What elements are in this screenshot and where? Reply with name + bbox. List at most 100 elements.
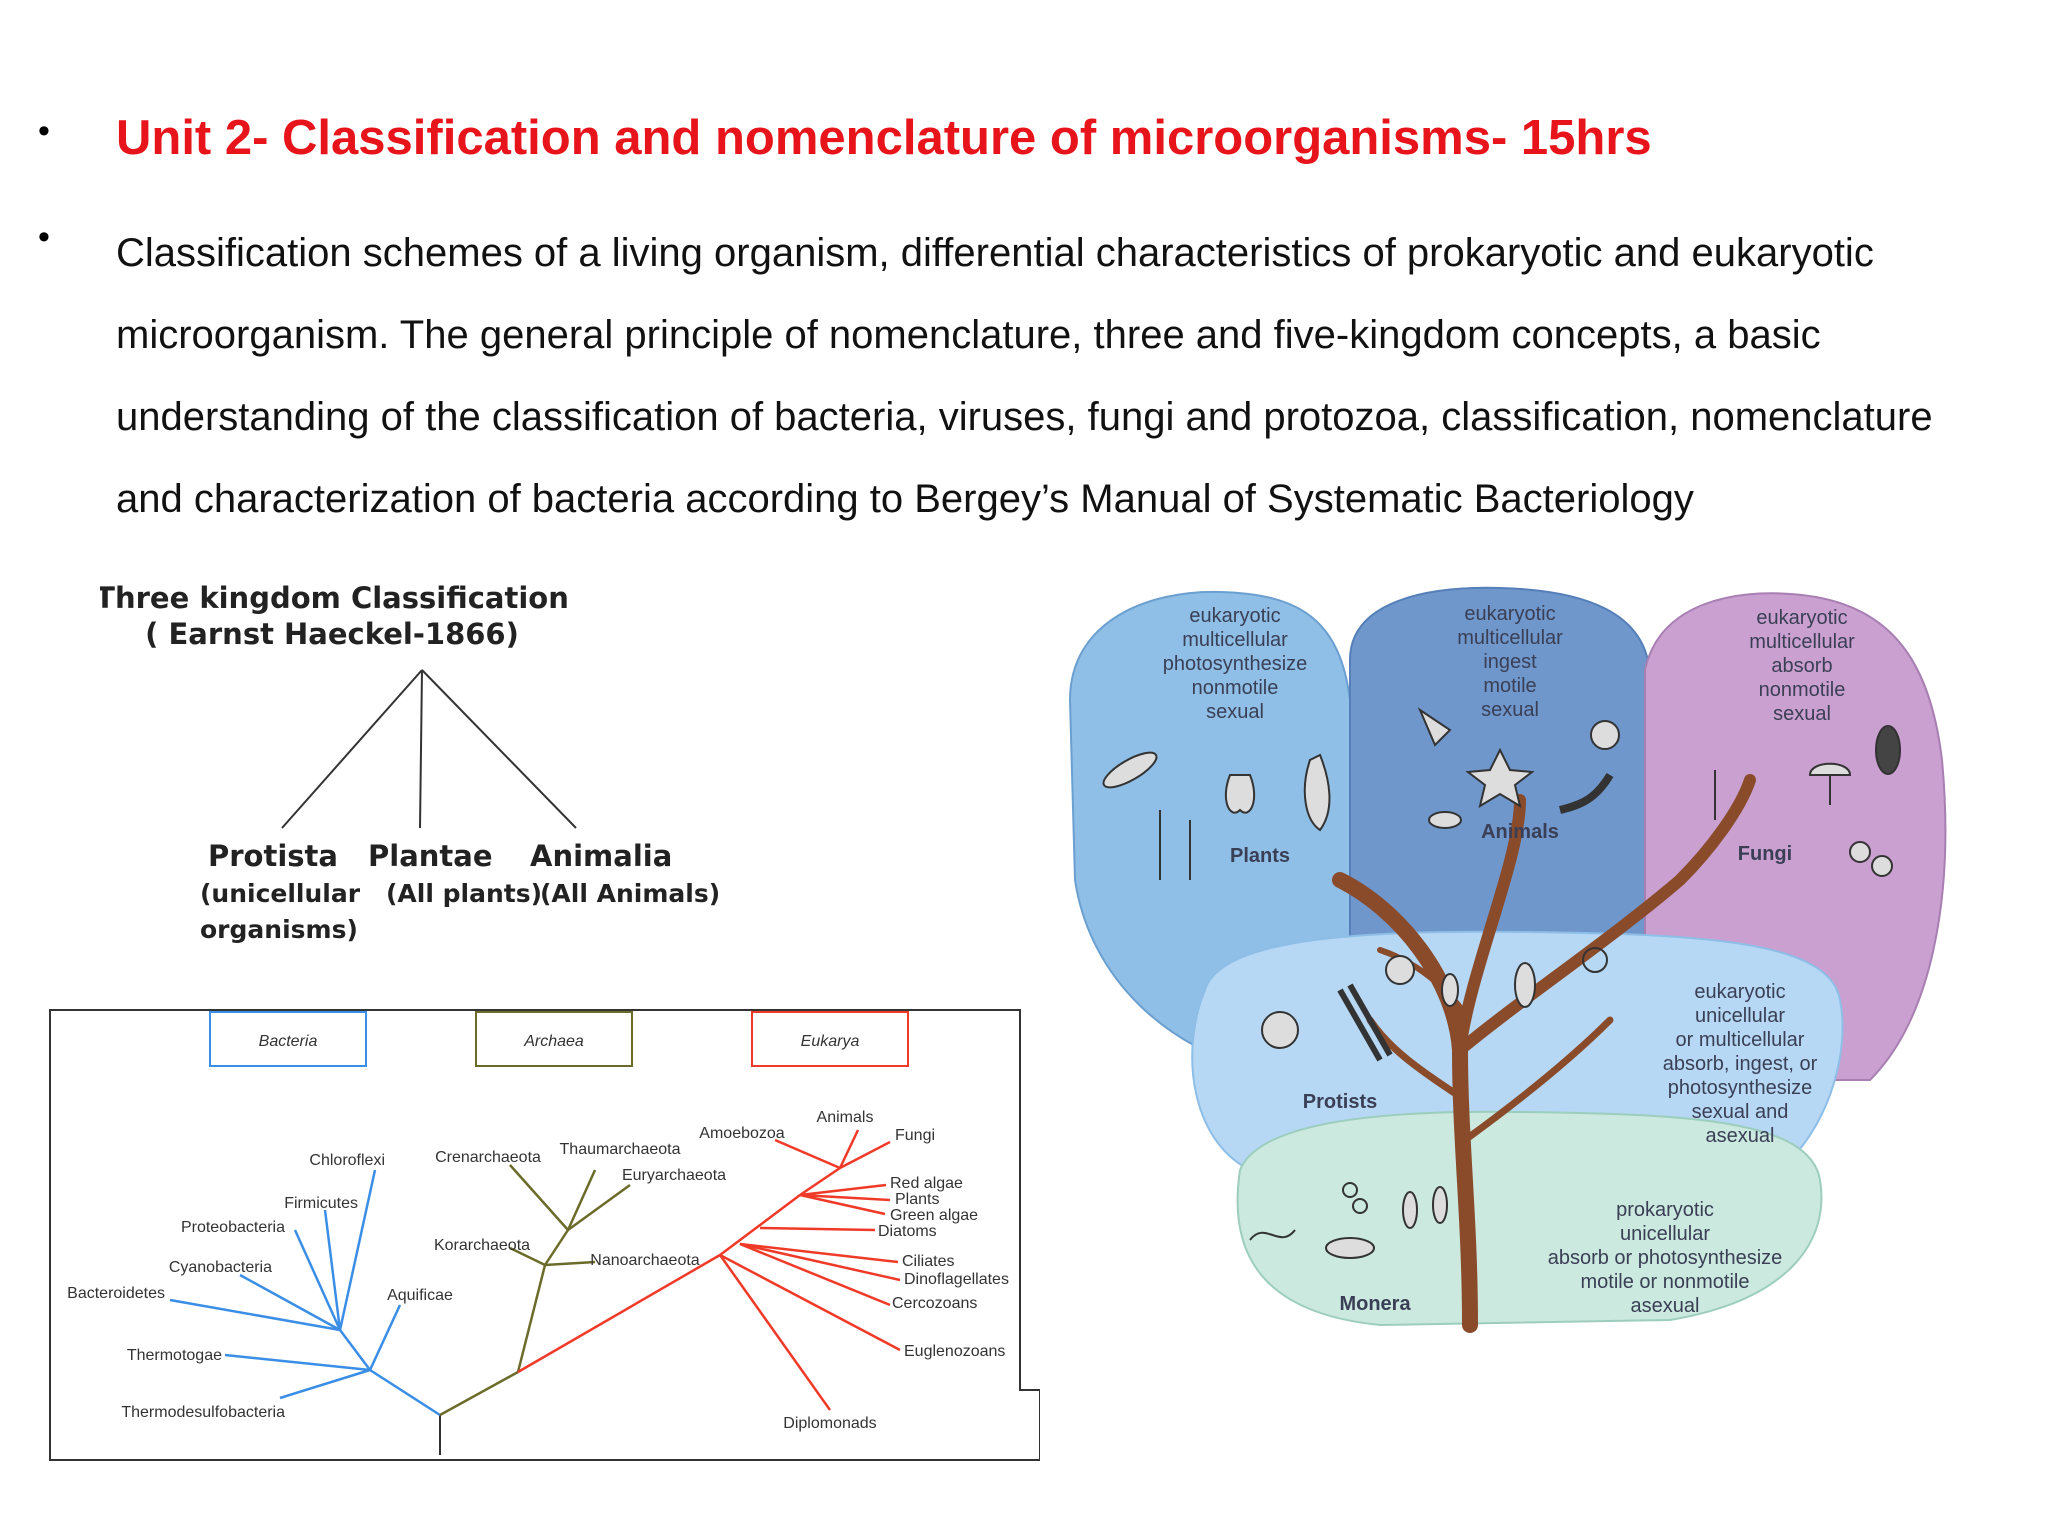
bird-icon xyxy=(1417,707,1452,747)
worm-icon xyxy=(1559,772,1614,814)
algae-filament-icon xyxy=(1337,988,1383,1062)
tree-of-life-diagram: Bacteria Archaea Eukarya Chloroflexi Fir… xyxy=(49,1009,1040,1461)
organism-sketches xyxy=(1102,707,1901,1259)
taxon-aquificae: Aquificae xyxy=(387,1287,453,1304)
spirillum-icon xyxy=(1249,1229,1296,1241)
flagellate-icon xyxy=(1441,973,1459,1007)
taxon-amoebozoa: Amoebozoa xyxy=(699,1125,784,1142)
bacteria-box xyxy=(209,1011,367,1067)
fern-icon xyxy=(1303,753,1331,832)
tree-frame xyxy=(49,1009,1040,1461)
kingdom-protista: Protista xyxy=(208,839,338,873)
three-kingdom-subtitle: ( Earnst Haeckel-1866) xyxy=(145,617,519,651)
diatom-icon xyxy=(1261,1011,1299,1049)
animals-trait: motile xyxy=(1483,675,1536,697)
mushroom-icon xyxy=(1808,762,1852,776)
plants-trait: sexual xyxy=(1206,701,1264,723)
taxon-bacteroidetes: Bacteroidetes xyxy=(67,1285,165,1302)
monera-trait: absorb or photosynthesize xyxy=(1548,1247,1783,1269)
slide-title: Unit 2- Classification and nomenclature … xyxy=(116,111,1652,165)
fungi-trait: absorb xyxy=(1771,655,1832,677)
plantae-desc: (All plants) xyxy=(386,879,542,908)
coccus-icon xyxy=(1352,1198,1368,1214)
three-kingdom-title: Three kingdom Classification xyxy=(100,581,569,615)
fungi-trait: multicellular xyxy=(1749,631,1855,653)
fungi-trait: sexual xyxy=(1773,703,1831,725)
protista-desc: organisms) xyxy=(200,915,358,944)
tulip-icon xyxy=(1224,774,1256,814)
protists-trait: unicellular xyxy=(1695,1005,1785,1027)
plants-trait: nonmotile xyxy=(1192,677,1279,699)
protists-trait: asexual xyxy=(1706,1125,1775,1147)
archaea-branches xyxy=(439,1164,631,1417)
body-line: and characterization of bacteria accordi… xyxy=(116,477,1694,521)
animals-trait: multicellular xyxy=(1457,627,1563,649)
starfish-icon xyxy=(1465,747,1535,809)
body-bullet: • xyxy=(38,218,50,256)
title-bullet: • xyxy=(38,112,50,150)
animals-region xyxy=(1349,586,1651,1041)
eukarya-branches xyxy=(517,1129,901,1411)
protists-trait: or multicellular xyxy=(1676,1029,1805,1051)
taxon-euglenozoans: Euglenozoans xyxy=(904,1343,1005,1360)
animals-label: Animals xyxy=(1481,821,1559,843)
amoeba-icon xyxy=(1385,955,1415,985)
slide-body: Classification schemes of a living organ… xyxy=(116,212,2036,540)
taxon-thermotogae: Thermotogae xyxy=(127,1347,222,1364)
body-line: microorganism. The general principle of … xyxy=(116,313,1821,357)
plants-trait: photosynthesize xyxy=(1163,653,1308,675)
bacillus-icon xyxy=(1402,1191,1418,1229)
bacteria-branches xyxy=(169,1169,441,1417)
three-kingdom-diagram: Three kingdom Classification ( Earnst Ha… xyxy=(100,581,720,944)
taxon-nanoarchaeota: Nanoarchaeota xyxy=(590,1252,700,1269)
ant-icon xyxy=(1428,811,1462,829)
taxon-thaumarchaeota: Thaumarchaeota xyxy=(560,1141,681,1158)
taxon-firmicutes: Firmicutes xyxy=(284,1195,358,1212)
monera-trait: motile or nonmotile xyxy=(1581,1271,1750,1293)
taxon-diatoms: Diatoms xyxy=(878,1223,937,1240)
protists-trait: absorb, ingest, or xyxy=(1663,1053,1818,1075)
taxon-ciliates: Ciliates xyxy=(902,1253,954,1270)
taxon-korarchaeota: Korarchaeota xyxy=(434,1237,530,1254)
algae-filament-icon xyxy=(1347,983,1393,1057)
body-line: Classification schemes of a living organ… xyxy=(116,231,1874,275)
monera-trait: prokaryotic xyxy=(1616,1199,1714,1221)
archaea-box xyxy=(475,1011,633,1067)
bacillus-icon xyxy=(1432,1186,1448,1224)
body-line: understanding of the classification of b… xyxy=(116,395,1933,439)
seaweed-icon xyxy=(1102,751,1158,789)
protists-label: Protists xyxy=(1303,1091,1377,1113)
eukarya-box xyxy=(751,1011,909,1067)
tree-trunk xyxy=(1332,774,1756,1333)
taxon-plants: Plants xyxy=(895,1191,939,1208)
monera-trait: asexual xyxy=(1631,1295,1700,1317)
taxon-cercozoans: Cercozoans xyxy=(892,1295,977,1312)
bacteria-label: Bacteria xyxy=(259,1033,318,1050)
five-kingdom-diagram: eukaryotic multicellular photosynthesize… xyxy=(1068,586,1947,1333)
protists-trait: photosynthesize xyxy=(1668,1077,1813,1099)
taxon-fungi: Fungi xyxy=(895,1127,935,1144)
anemone-icon xyxy=(1590,720,1620,750)
taxon-red-algae: Red algae xyxy=(890,1175,963,1192)
paramecium-icon xyxy=(1514,962,1536,1008)
taxon-thermodesulfobacteria: Thermodesulfobacteria xyxy=(121,1404,285,1421)
taxon-diplomonads: Diplomonads xyxy=(783,1415,876,1432)
archaea-label: Archaea xyxy=(523,1033,584,1050)
taxon-animals: Animals xyxy=(817,1109,874,1126)
plants-trait: multicellular xyxy=(1182,629,1288,651)
taxon-euryarchaeota: Euryarchaeota xyxy=(622,1167,726,1184)
monera-label: Monera xyxy=(1339,1293,1411,1315)
kingdom-plantae: Plantae xyxy=(368,839,493,873)
taxon-cyanobacteria: Cyanobacteria xyxy=(169,1259,272,1276)
eukarya-label: Eukarya xyxy=(801,1033,860,1050)
fungi-trait: eukaryotic xyxy=(1756,607,1847,629)
animals-trait: eukaryotic xyxy=(1464,603,1555,625)
protists-trait: eukaryotic xyxy=(1694,981,1785,1003)
coccus-icon xyxy=(1342,1182,1358,1198)
animals-trait: sexual xyxy=(1481,699,1539,721)
bacillus-icon xyxy=(1325,1237,1375,1259)
taxon-proteobacteria: Proteobacteria xyxy=(181,1219,285,1236)
monera-region xyxy=(1236,1110,1823,1327)
fungi-trait: nonmotile xyxy=(1759,679,1846,701)
morel-icon xyxy=(1875,725,1901,775)
